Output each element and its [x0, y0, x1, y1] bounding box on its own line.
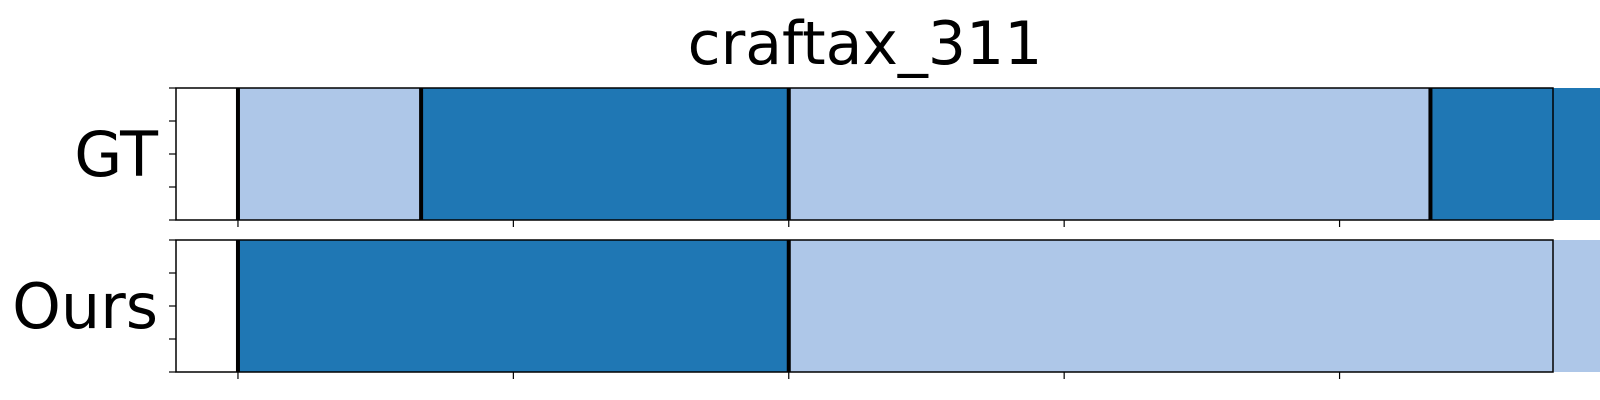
row-ours: Ours: [12, 239, 1600, 379]
row-gt: GT: [74, 87, 1600, 227]
segment-ours-1: [788, 240, 1600, 372]
segment-gt-3: [1430, 88, 1600, 220]
rows-layer: GT Ours: [12, 87, 1600, 379]
segment-gt-0: [237, 88, 422, 220]
segment-gt-2: [788, 88, 1431, 220]
chart-title: craftax_311: [688, 9, 1043, 79]
row-label-gt: GT: [74, 118, 159, 191]
segment-gt-1: [421, 88, 789, 220]
row-label-ours: Ours: [12, 270, 158, 343]
segment-ours-0: [237, 240, 789, 372]
